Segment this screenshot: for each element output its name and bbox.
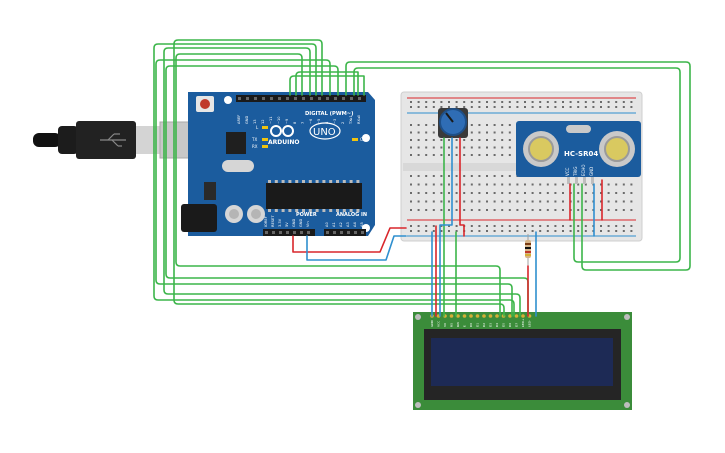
lcd-pin[interactable] <box>449 314 454 318</box>
analog-pin-label: A5 <box>360 222 364 227</box>
digital-pin-label: 2 <box>341 122 345 124</box>
sensor-pin-label: ECHO <box>581 165 586 176</box>
power-pin-label: 3.3V <box>278 218 282 227</box>
wire-green[interactable] <box>289 75 365 96</box>
usb-symbol-icon <box>100 133 126 147</box>
lcd-pin[interactable] <box>462 314 467 318</box>
wire-green[interactable] <box>345 61 691 271</box>
wire-blue[interactable] <box>439 137 453 317</box>
arduino-brand-label: ARDUINO <box>268 139 299 146</box>
lcd-pin-label: D5 <box>502 323 506 327</box>
wire-green[interactable] <box>173 39 505 317</box>
analog-pin-label: A3 <box>346 222 350 227</box>
lcd-pin-label: RS <box>450 323 454 327</box>
wire-red[interactable] <box>459 137 465 237</box>
led-tx-label: TX <box>251 137 257 142</box>
wire-red[interactable] <box>292 227 407 253</box>
analog-header[interactable] <box>324 229 366 236</box>
lcd-pin-label: LED+ <box>521 318 525 327</box>
wire-green[interactable] <box>155 59 513 317</box>
wire-blue[interactable] <box>306 235 407 261</box>
lcd-pin-label: VCC <box>437 321 441 327</box>
digital-pin-label: 8 <box>293 121 297 124</box>
sensor-pin[interactable] <box>583 177 586 184</box>
power-pin-label: GND <box>299 219 303 227</box>
lcd-pin-label: D4 <box>495 323 499 327</box>
lcd-pin-label: V0 <box>443 323 447 327</box>
lcd-pin-label: LED- <box>528 320 532 327</box>
led-on-label: ON <box>360 137 366 142</box>
digital-header[interactable] <box>236 95 366 102</box>
lcd-screen <box>431 338 613 386</box>
lcd-pin[interactable] <box>469 314 473 318</box>
digital-pin-label: ~10 <box>277 116 281 124</box>
lcd-pin-label: D3 <box>489 323 493 327</box>
sensor-label: HC-SR04 <box>564 150 598 158</box>
analog-pin-label: A1 <box>332 222 336 227</box>
wire-green[interactable] <box>353 67 681 263</box>
digital-label: DIGITAL (PWM~) <box>305 111 353 117</box>
digital-pin-label: ~3 <box>333 119 337 124</box>
power-pin-label: RESET <box>271 215 275 227</box>
lcd-pin-label: D2 <box>482 323 486 327</box>
digital-pin-label: TX▸1 <box>349 115 353 125</box>
led-rx-label: RX <box>252 144 258 149</box>
lcd-pin-label: D1 <box>476 323 480 327</box>
digital-pin-label: 12 <box>261 119 265 124</box>
lcd-pin-label: E <box>463 325 467 327</box>
sensor-pin[interactable] <box>575 177 578 184</box>
arduino-model-label: UNO <box>313 127 336 138</box>
wire-green[interactable] <box>163 47 521 317</box>
sensor-pin-label: VCC <box>565 167 570 176</box>
analog-pin-label: A4 <box>353 222 357 227</box>
digital-pin-label: ~11 <box>269 116 273 124</box>
lcd-pin[interactable] <box>514 314 519 318</box>
analog-label: ANALOG IN <box>336 212 367 218</box>
digital-pin-label: ~6 <box>309 118 313 124</box>
lcd-pin[interactable] <box>456 314 460 318</box>
digital-pin-label: ~5 <box>317 119 321 124</box>
lcd-pin[interactable] <box>508 314 512 318</box>
digital-pin-label: AREF <box>237 115 241 124</box>
power-jack[interactable] <box>181 204 217 232</box>
analog-pin-label: A0 <box>325 222 329 227</box>
digital-pin-label: ~9 <box>285 118 289 124</box>
potentiometer[interactable] <box>438 108 468 138</box>
analog-pin-label: A2 <box>339 222 343 227</box>
resistor[interactable] <box>525 234 531 266</box>
power-pin-label: GND <box>292 219 296 227</box>
sensor-pin[interactable] <box>591 177 594 184</box>
sensor-pin-label: TRIG <box>573 166 578 177</box>
digital-pin-label: GND <box>245 116 249 124</box>
power-pin-label: Vin <box>306 221 310 227</box>
lcd-pin-label: GND <box>430 319 434 327</box>
led-l-label: L <box>256 125 259 130</box>
digital-pin-label: 7 <box>301 122 305 124</box>
lcd-pin-label: RW <box>456 322 460 327</box>
usb-cable[interactable] <box>33 121 211 159</box>
power-label: POWER <box>296 212 317 218</box>
lcd-pin-label: D6 <box>508 323 512 327</box>
lcd-pin[interactable] <box>475 314 480 318</box>
lcd-pin-label: D0 <box>469 323 473 327</box>
power-pin-label: IOREF <box>264 216 268 227</box>
atmega-chip <box>266 183 362 209</box>
lcd-pin[interactable] <box>482 314 486 318</box>
power-pin-label: 5V <box>285 222 289 227</box>
arduino-logo-icon <box>270 125 294 137</box>
sensor-pin[interactable] <box>567 177 570 184</box>
digital-pin-label: 13 <box>253 119 257 124</box>
sensor-pin-label: GND <box>589 167 594 176</box>
wire-green[interactable] <box>165 65 529 317</box>
lcd-pin[interactable] <box>495 314 499 318</box>
wire-green[interactable] <box>175 53 501 317</box>
lcd-pin-label: D7 <box>515 323 519 327</box>
digital-pin-label: RX◂0 <box>357 114 361 124</box>
lcd-pin[interactable] <box>521 314 525 318</box>
lcd-pin[interactable] <box>488 314 493 318</box>
